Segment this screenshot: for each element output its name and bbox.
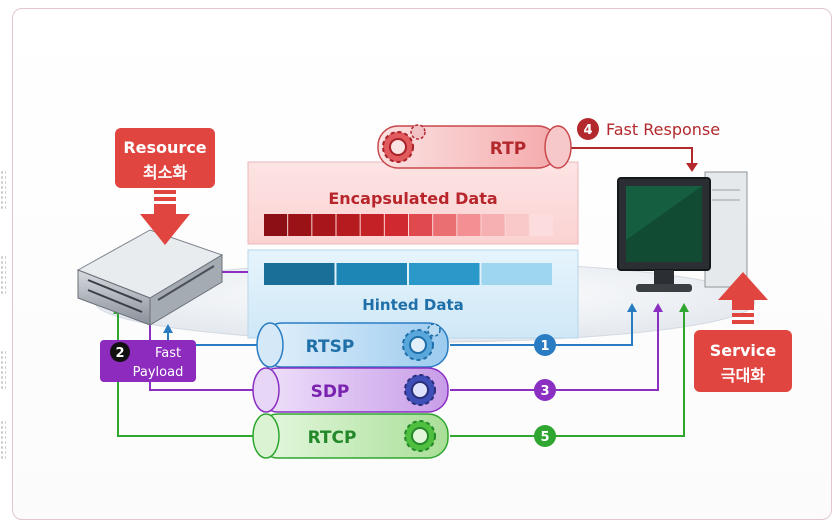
step-3-badge: 3 [534,379,556,401]
edge-dots [0,420,6,460]
encapsulated-block [409,214,433,236]
server-icon [76,229,224,326]
computer-icon [617,171,748,292]
encapsulated-block [264,214,288,236]
encapsulated-block [336,214,360,236]
edge-dots [0,350,6,390]
edge-dots [0,170,6,210]
step-5-badge: 5 [534,425,556,447]
step-badge-1: 1 [540,339,549,354]
sdp-label: SDP [311,382,350,402]
resource-label-2: 최소화 [143,163,187,182]
gear-icon [427,323,441,337]
rtp-pipe: RTP [377,124,572,169]
encapsulated-block [529,214,553,236]
gear-icon [382,131,414,163]
fast-payload-label-1: Fast [155,346,181,361]
encapsulated-block [384,214,408,236]
fast-response-callout: 4 Fast Response [577,118,720,140]
rtp-label: RTP [490,139,526,159]
arrow-icon [718,272,768,300]
arrow-icon [627,303,637,312]
step-1-badge: 1 [534,334,556,356]
encapsulated-blocks [264,214,553,236]
service-label-1: Service [710,341,777,360]
fast-payload-label-2: Payload [133,365,184,380]
gear-icon [404,374,436,406]
fast-response-label: Fast Response [606,120,720,139]
encapsulated-block [288,214,312,236]
hinted-block [336,263,407,285]
arrow-icon [140,214,190,245]
rtcp-pipe: RTCP [252,413,449,459]
rtsp-label: RTSP [306,337,355,357]
hinted-block [409,263,480,285]
gear-icon [402,329,434,361]
encapsulated-block [457,214,481,236]
encapsulated-block [433,214,457,236]
encapsulated-block [360,214,384,236]
sdp-pipe: SDP [252,367,449,413]
encapsulated-data-panel: Encapsulated Data [247,161,579,245]
encapsulated-data-label: Encapsulated Data [328,189,497,208]
resource-callout: Resource 최소화 [115,128,215,245]
connector-lines [113,147,698,437]
arrow-icon [679,303,689,312]
step-badge-2: 2 [115,346,124,361]
rtsp-right-line [450,310,633,346]
rtsp-pipe: RTSP [256,322,449,368]
service-label-2: 극대화 [721,366,765,385]
hinted-blocks [264,263,552,285]
rtcp-label: RTCP [308,428,357,448]
encapsulated-block [481,214,505,236]
resource-label-1: Resource [123,138,206,157]
sdp-right-line [450,310,659,391]
encapsulated-block [312,214,336,236]
arrow-icon [653,303,663,312]
hinted-block [264,263,335,285]
hinted-data-label: Hinted Data [362,296,464,314]
arrow-icon [686,163,698,172]
rtp-line [570,147,693,165]
gear-icon [404,420,436,452]
service-callout: Service 극대화 [694,272,792,392]
arrow-icon [163,324,173,333]
encapsulated-block [505,214,529,236]
gear-icon [410,124,426,140]
hinted-block [481,263,552,285]
fast-payload-callout: 2 Fast Payload [100,340,196,382]
step-badge-4: 4 [583,123,592,138]
rtcp-right-line [450,310,685,437]
step-badge-3: 3 [540,384,549,399]
edge-dots [0,255,6,295]
step-badge-5: 5 [540,430,549,445]
